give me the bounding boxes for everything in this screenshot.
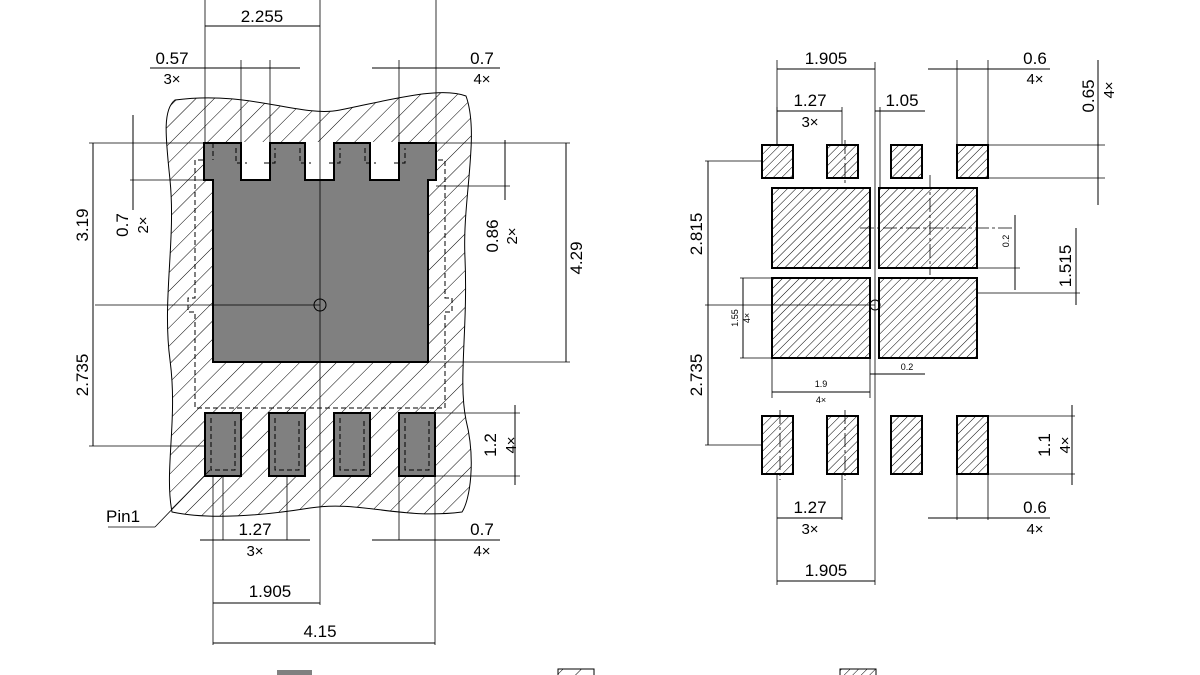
dim-gap-bottom: 0.2	[901, 362, 914, 372]
dim-total-width: 4.15	[303, 622, 336, 641]
dim-notch-pitch: 0.57	[155, 49, 188, 68]
dim-top-span: 2.255	[241, 7, 284, 26]
dim-pitch-top: 1.27	[793, 91, 826, 110]
dim-pitch-bottom-count: 3×	[801, 521, 818, 538]
dim-height-lower: 2.735	[73, 354, 92, 397]
dim-pad-width-top-count: 4×	[1026, 71, 1043, 88]
dim-block-offset: 1.515	[1056, 245, 1075, 288]
dim-half-span-top: 1.905	[805, 49, 848, 68]
dim-lead-height: 1.2	[481, 433, 500, 457]
left-view: 2.255 0.57 3× 0.7 4× 3.19 0.7 2× 0.86 2×…	[73, 0, 586, 645]
dim-lead-height-count: 4×	[503, 436, 520, 453]
dim-block-width: 1.9	[815, 379, 828, 389]
dim-lead-width-count: 4×	[473, 543, 490, 560]
dim-pad-height-top: 0.65	[1079, 79, 1098, 112]
dim-pad-width-bottom-count: 4×	[1026, 521, 1043, 538]
dim-lead-width: 0.7	[470, 520, 494, 539]
dim-gap-small: 0.2	[1001, 235, 1011, 248]
legend	[277, 668, 877, 675]
dim-pad-width-top: 0.6	[1023, 49, 1047, 68]
right-view: 1.905 0.6 4× 0.65 4× 1.27 3× 1.05 2.815 …	[687, 49, 1118, 585]
dim-lead-height-right-count: 4×	[1057, 436, 1074, 453]
pin1-label: Pin1	[106, 507, 140, 526]
dim-notch-depth-count: 2×	[135, 216, 152, 233]
package-outline	[187, 159, 453, 409]
dim-block-width-count: 4×	[816, 395, 826, 405]
dim-block-height: 1.55	[730, 309, 740, 327]
dim-lead-pitch-count: 3×	[246, 543, 263, 560]
dim-height-upper: 3.19	[73, 208, 92, 241]
legend-swatch-hatch-dense	[839, 668, 877, 675]
dim-edge-right: 0.7	[470, 49, 494, 68]
dim-pad-width-bottom: 0.6	[1023, 498, 1047, 517]
dim-edge-right-count: 4×	[473, 71, 490, 88]
dim-notch-count: 3×	[163, 71, 180, 88]
dim-notch-depth: 0.7	[113, 213, 132, 237]
dim-lead-height-right: 1.1	[1035, 433, 1054, 457]
dim-gap-center: 1.05	[885, 91, 918, 110]
dim-pitch-top-count: 3×	[801, 114, 818, 131]
dim-lead-pitch: 1.27	[238, 520, 271, 539]
dim-offset-right: 0.86	[483, 219, 502, 252]
dim-half-span-bottom: 1.905	[805, 561, 848, 580]
dim-height-lower-right: 2.735	[687, 354, 706, 397]
legend-swatch-metal	[277, 670, 312, 675]
dim-pad-height: 4.29	[567, 241, 586, 274]
dim-pad-height-top-count: 4×	[1101, 81, 1118, 98]
dim-pitch-bottom: 1.27	[793, 498, 826, 517]
dim-offset-right-count: 2×	[504, 227, 521, 244]
dim-half-span: 1.905	[249, 582, 292, 601]
dim-block-height-count: 4×	[742, 313, 752, 323]
dim-height-upper-right: 2.815	[687, 213, 706, 256]
legend-swatch-hatch	[557, 668, 595, 675]
